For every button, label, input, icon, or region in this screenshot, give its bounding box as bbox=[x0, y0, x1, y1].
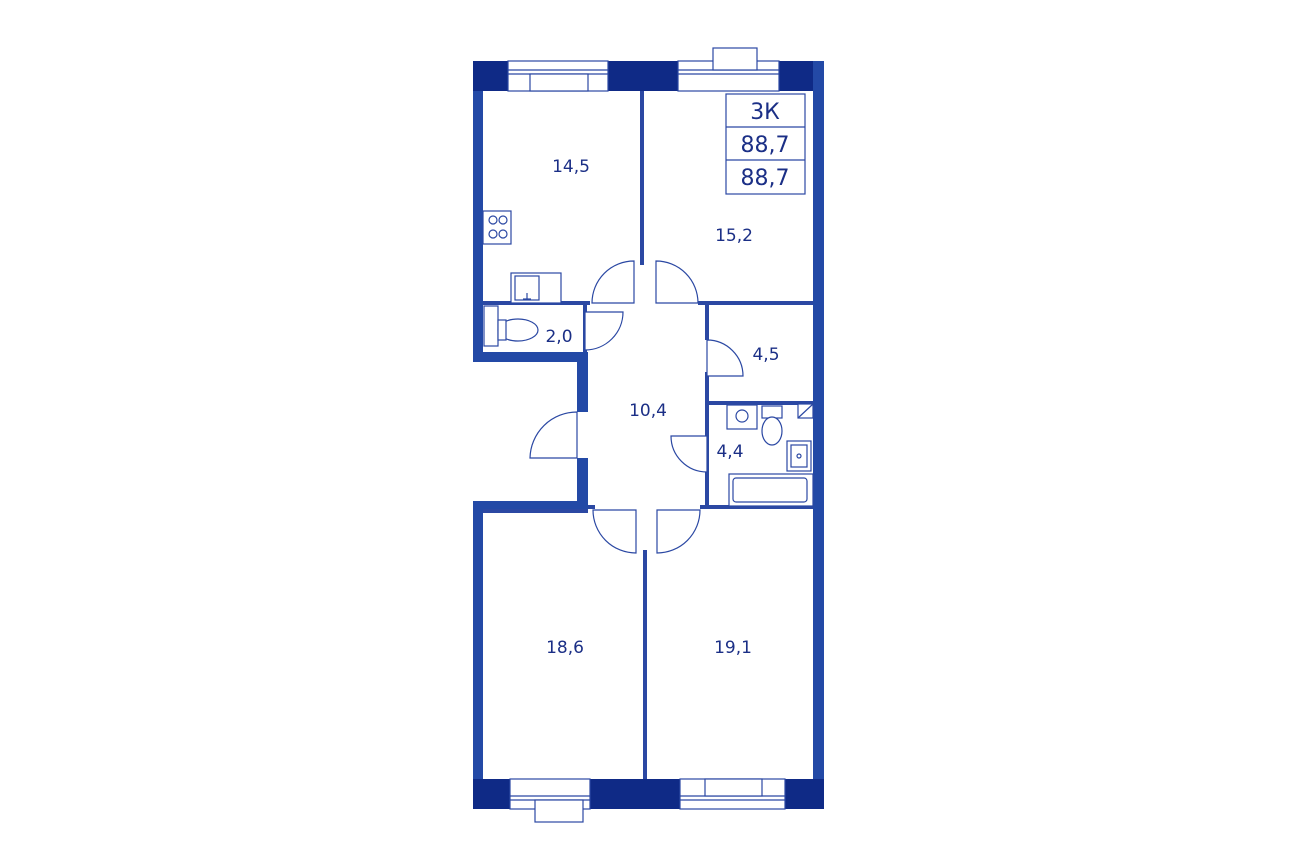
door-bedroom-top-right bbox=[655, 260, 699, 304]
windows bbox=[507, 47, 786, 823]
window-top-left bbox=[507, 60, 609, 92]
vent-shaft-icon bbox=[797, 403, 814, 419]
stove-icon bbox=[482, 210, 512, 245]
door-entrance bbox=[529, 411, 578, 459]
living-area-label: 88,7 bbox=[741, 166, 790, 191]
window-bottom-right bbox=[679, 778, 786, 810]
bedroom-bottom-left-area-label: 18,6 bbox=[546, 638, 584, 658]
kitchen-sink-icon bbox=[510, 272, 562, 304]
doors bbox=[529, 260, 744, 554]
kitchen-area-label: 14,5 bbox=[552, 157, 590, 177]
apartment-badge: 3К 88,7 88,7 bbox=[725, 93, 806, 195]
window-top-right bbox=[677, 47, 780, 92]
storage-area-label: 4,5 bbox=[752, 345, 779, 365]
hall-area-label: 10,4 bbox=[629, 401, 667, 421]
fixtures bbox=[482, 210, 814, 507]
toilet-icon bbox=[483, 305, 539, 347]
bedroom-bottom-right-area-label: 19,1 bbox=[714, 638, 752, 658]
door-wc bbox=[584, 311, 624, 351]
door-bathroom bbox=[670, 435, 708, 473]
bedroom-top-right-area-label: 15,2 bbox=[715, 226, 753, 246]
bathroom-toilet-icon bbox=[761, 405, 783, 446]
washer-icon bbox=[786, 440, 812, 472]
door-storage bbox=[706, 339, 744, 377]
room-labels: 14,5 15,2 2,0 4,5 10,4 4,4 18,6 19,1 bbox=[545, 157, 779, 658]
bathtub-icon bbox=[728, 473, 814, 507]
door-bedroom-bottom-left bbox=[592, 509, 637, 554]
bathroom-sink-icon bbox=[726, 404, 758, 430]
window-bottom-left bbox=[509, 778, 591, 823]
wc-area-label: 2,0 bbox=[545, 327, 572, 347]
outer-walls bbox=[473, 61, 824, 809]
apartment-type-label: 3К bbox=[750, 100, 780, 125]
door-bedroom-bottom-right bbox=[656, 509, 701, 554]
total-area-label: 88,7 bbox=[741, 133, 790, 158]
bathroom-area-label: 4,4 bbox=[716, 442, 743, 462]
door-kitchen bbox=[591, 260, 635, 304]
